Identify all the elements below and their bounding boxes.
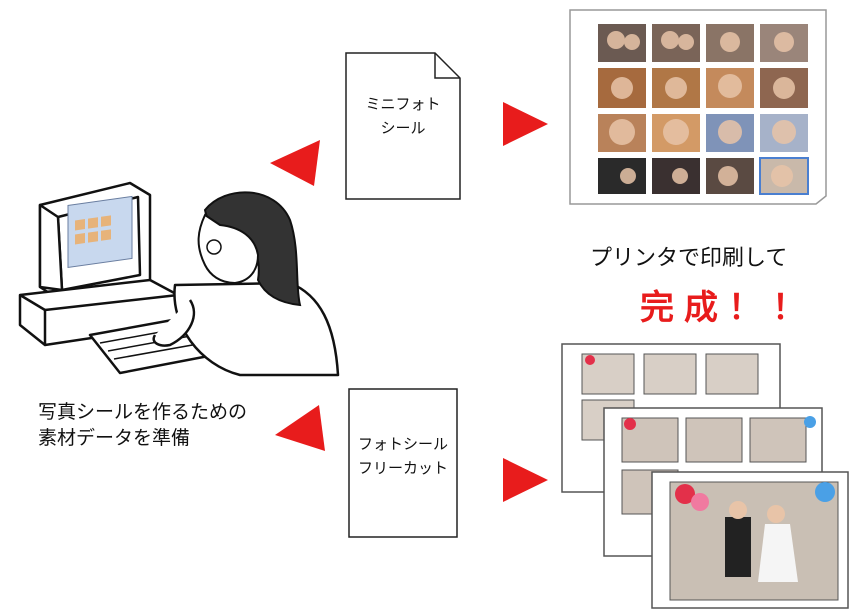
- prepare-data-caption: 写真シールを作るための 素材データを準備: [38, 400, 247, 451]
- arrow-to-freecut-sheets: [503, 458, 548, 502]
- arrow-to-bottom-doc: [275, 405, 325, 451]
- arrow-to-mini-sheet: [503, 102, 548, 146]
- person-at-computer-illustration: [18, 181, 340, 377]
- arrow-to-top-doc: [270, 140, 320, 186]
- mini-photo-sticker-doc: ミニフォト シール: [345, 52, 461, 200]
- photo-sticker-freecut-doc: フォトシール フリーカット: [348, 388, 458, 538]
- complete-text: 完成！！: [640, 288, 816, 328]
- freecut-photo-sheets: [561, 343, 849, 609]
- mini-photo-sheet: [569, 9, 827, 205]
- doc-label: フォトシール フリーカット: [357, 435, 448, 477]
- print-instruction-text: プリンタで印刷して: [590, 246, 788, 271]
- caption-line-2: 素材データを準備: [38, 426, 191, 449]
- caption-line-1: 写真シールを作るための: [38, 401, 248, 423]
- doc-label: ミニフォト シール: [365, 95, 441, 137]
